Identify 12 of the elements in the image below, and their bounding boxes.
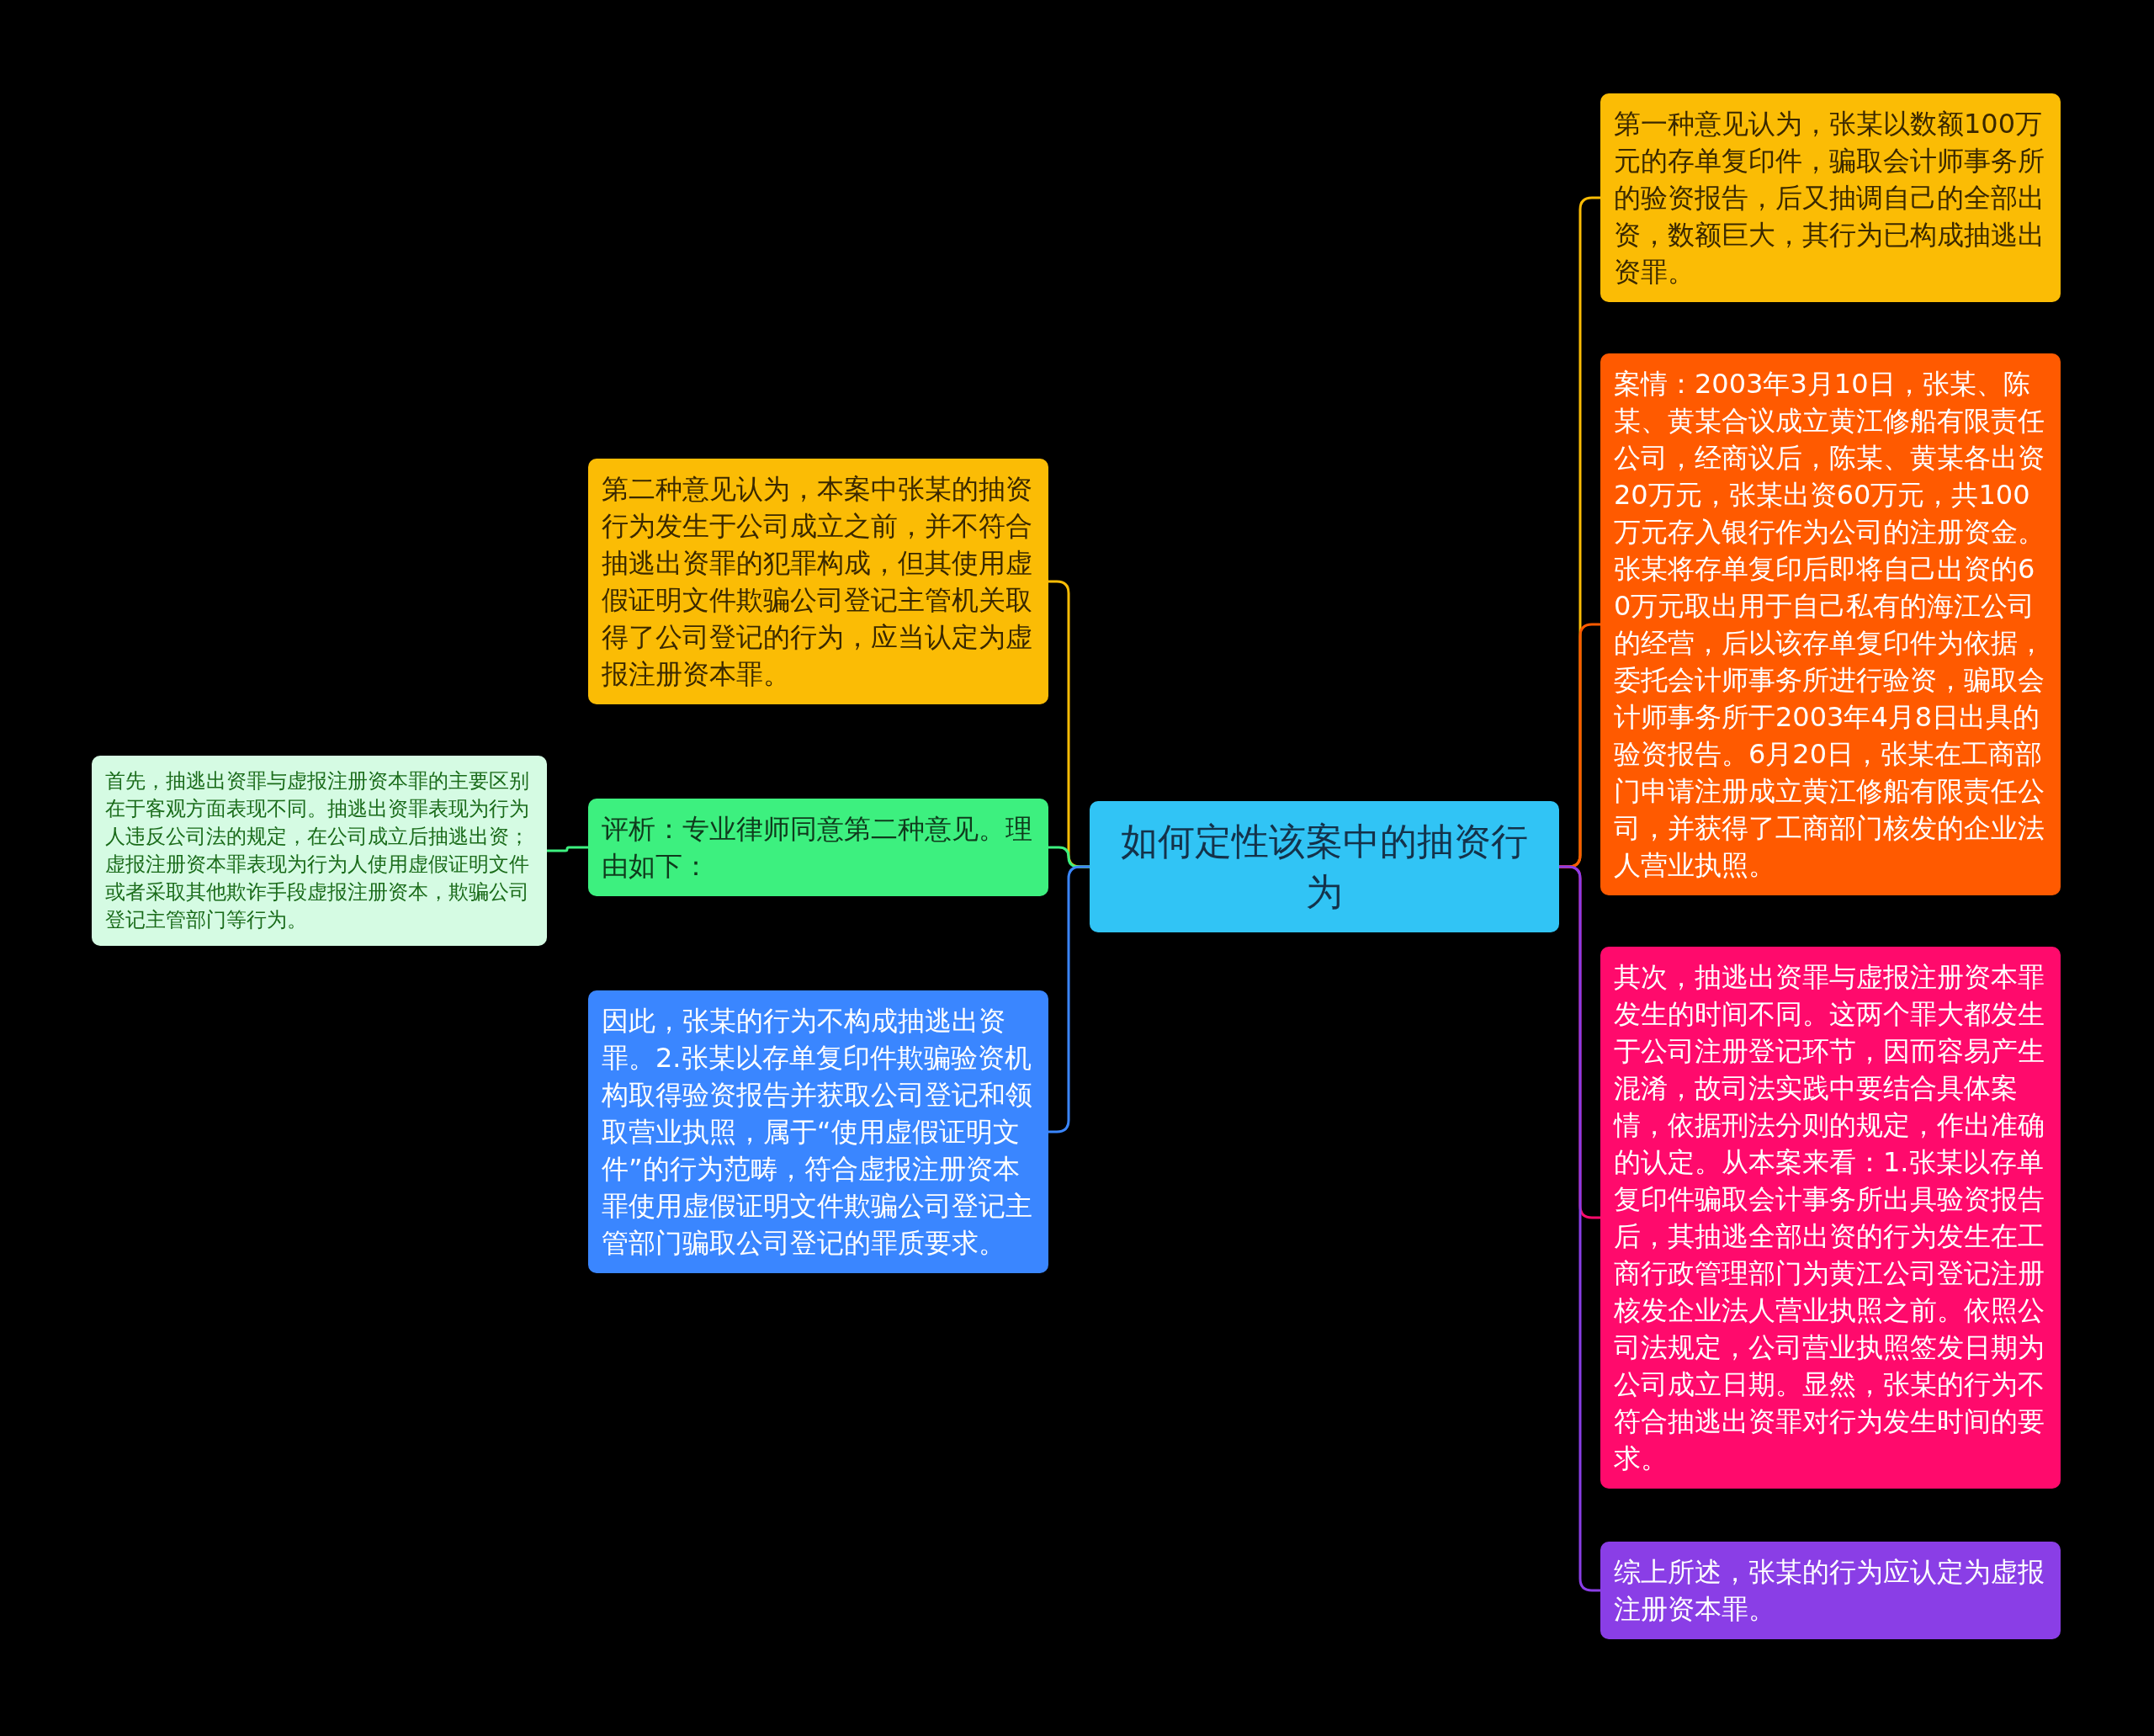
topic-box: 综上所述，张某的行为应认定为虚报注册资本罪。 (1600, 1542, 2061, 1639)
topic-box: 第一种意见认为，张某以数额100万元的存单复印件，骗取会计师事务所的验资报告，后又抽调自己的全部出资，数额巨大，其行为已构成抽逃出资罪。 (1600, 93, 2061, 302)
topic-box: 评析：专业律师同意第二种意见。理由如下： (588, 799, 1048, 896)
topic-box: 其次，抽逃出资罪与虚报注册资本罪发生的时间不同。这两个罪大都发生于公司注册登记环节，因而容易产生混淆，故司法实践中要结合具体案情，依据刑法分则的规定，作出准确的认定。从本案来看：1.张某以存单复印件骗取会计事务所出具验资报告后，其抽逃全部出资的行为发生在工商行政管理部门为黄江公司登记注册核发企业法人营业执照之前。依照公司法规定，公司营业执照签发日期为公司成立日期。显然，张某的行为不符合抽逃出资罪对行为发生时间的要求。 (1600, 947, 2061, 1489)
connector-line (547, 846, 588, 852)
subtopic-box: 首先，抽逃出资罪与虚报注册资本罪的主要区别在于客观方面表现不同。抽逃出资罪表现为行为人违反公司法的规定，在公司成立后抽逃出资；虚报注册资本罪表现为行为人使用虚假证明文件或者采取其他欺诈手段虚报注册资本，欺骗公司登记主管部门等行为。 (92, 756, 547, 946)
topic-box: 因此，张某的行为不构成抽逃出资罪。2.张某以存单复印件欺骗验资机构取得验资报告并获取公司登记和领取营业执照，属于“使用虚假证明文件”的行为范畴，符合虚报注册资本罪使用虚假证明文件欺骗公司登记主管部门骗取公司登记的罪质要求。 (588, 990, 1048, 1273)
topic-box: 第二种意见认为，本案中张某的抽资行为发生于公司成立之前，并不符合抽逃出资罪的犯罪构成，但其使用虚假证明文件欺骗公司登记主管机关取得了公司登记的行为，应当认定为虚报注册资本罪。 (588, 459, 1048, 704)
central-topic-box: 如何定性该案中的抽资行为 (1090, 801, 1559, 932)
topic-box: 案情：2003年3月10日，张某、陈某、黄某合议成立黄江修船有限责任公司，经商议后，陈某、黄某各出资20万元，张某出资60万元，共100万元存入银行作为公司的注册资金。张某将存单复印后即将自己出资的60万元取出用于自己私有的海江公司的经营，后以该存单复印件为依据，委托会计师事务所进行验资，骗取会计师事务所于2003年4月8日出具的验资报告。6月20日，张某在工商部门申请注册成立黄江修船有限责任公司，并获得了工商部门核发的企业法人营业执照。 (1600, 353, 2061, 895)
connector-line (1559, 865, 1600, 1592)
connector-line (1048, 865, 1090, 1133)
